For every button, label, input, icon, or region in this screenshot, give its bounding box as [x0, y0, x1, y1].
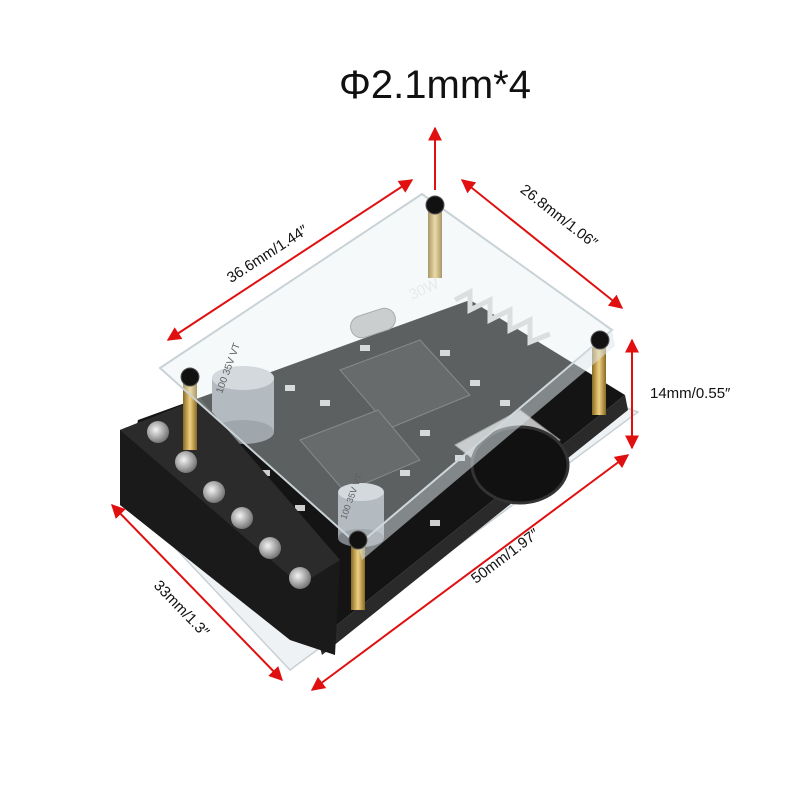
- label-width-bottom: 33mm/1.3″: [150, 577, 213, 641]
- label-height: 14mm/0.55″: [650, 385, 731, 402]
- arrow-width-bottom: [111, 503, 283, 682]
- arrow-length-top: [166, 179, 414, 341]
- label-length-bottom: 50mm/1.97″: [468, 525, 543, 587]
- arrow-width-top: [460, 179, 624, 309]
- hole-size-title: Φ2.1mm*4: [339, 63, 531, 107]
- label-width-top: 26.8mm/1.06″: [517, 181, 601, 252]
- chip-amplifier-1: [339, 339, 471, 429]
- arrow-length-bottom: [310, 454, 630, 691]
